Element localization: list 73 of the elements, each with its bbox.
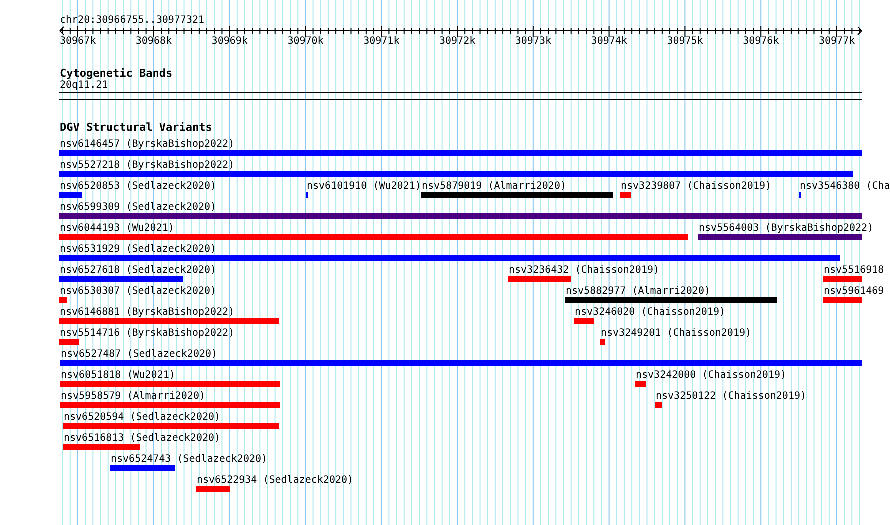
variant-label: nsv3239807 (Chaisson2019): [621, 181, 772, 192]
variant-label: nsv6051818 (Wu2021): [61, 370, 176, 381]
variant-bar: [59, 150, 862, 156]
variant-bar: [196, 486, 230, 492]
tick-label: 30970k: [288, 36, 324, 47]
variant-label: nsv5879019 (Almarri2020): [422, 181, 566, 192]
variant-label: nsv5527218 (ByrskaBishop2022): [60, 160, 235, 171]
variant-bar: [600, 339, 605, 345]
variant-bar: [59, 213, 862, 219]
tick-label: 30975k: [667, 36, 704, 47]
variant-bar: [421, 192, 613, 198]
tick-label: 30967k: [60, 36, 96, 47]
tick-label: 30973k: [515, 36, 552, 47]
variant-label: nsv3246020 (Chaisson2019): [575, 307, 726, 318]
variant-bar: [620, 192, 631, 198]
tick-label: 30974k: [591, 36, 628, 47]
variant-label: nsv3250122 (Chaisson2019): [656, 391, 807, 402]
tick-label: 30971k: [364, 36, 400, 47]
variant-bar: [508, 276, 571, 282]
track-heading: DGV Structural Variants: [60, 122, 212, 133]
tick-label: 30969k: [212, 36, 248, 47]
variant-bar: [59, 192, 82, 198]
variant-label: nsv6101910 (Wu2021): [307, 181, 422, 192]
tick-label: 30968k: [136, 36, 172, 47]
variant-bar: [635, 381, 646, 387]
variant-label: nsv6527618 (Sedlazeck2020): [60, 265, 217, 276]
variant-label: nsv3242000 (Chaisson2019): [636, 370, 787, 381]
variant-label: nsv5882977 (Almarri2020): [566, 286, 710, 297]
variant-bar: [59, 276, 183, 282]
variant-label: nsv6516813 (Sedlazeck2020): [64, 433, 221, 444]
variant-bar: [59, 297, 67, 303]
variant-label: nsv6599309 (Sedlazeck2020): [60, 202, 217, 213]
variant-bar: [655, 402, 662, 408]
variant-label: nsv6146457 (ByrskaBishop2022): [60, 139, 235, 150]
variant-label: nsv5564003 (ByrskaBishop2022): [699, 223, 874, 234]
variant-label: nsv3249201 (Chaisson2019): [601, 328, 752, 339]
locus-label: chr20:30966755..30977321: [60, 15, 204, 26]
variant-bar: [565, 297, 777, 303]
variant-label: nsv6524743 (Sedlazeck2020): [111, 454, 268, 465]
variant-bar: [59, 255, 840, 261]
variant-label: nsv6044193 (Wu2021): [60, 223, 174, 234]
variant-label: nsv5514716 (ByrskaBishop2022): [60, 328, 235, 339]
variant-label: nsv6146881 (ByrskaBishop2022): [60, 307, 235, 318]
variant-bar: [63, 444, 140, 450]
band-label: 20q11.21: [60, 80, 108, 91]
variant-label: nsv6520594 (Sedlazeck2020): [64, 412, 221, 423]
tick-label: 30977k: [819, 36, 856, 47]
variant-label: nsv6522934 (Sedlazeck2020): [197, 475, 354, 486]
variant-bar: [60, 360, 862, 366]
variant-label: nsv3546380 (Cha: [800, 181, 890, 192]
variant-bar: [60, 381, 280, 387]
tick-label: 30972k: [440, 36, 476, 47]
variant-bar: [574, 318, 594, 324]
variant-bar: [110, 465, 175, 471]
variant-label: nsv6527487 (Sedlazeck2020): [61, 349, 218, 360]
variant-bar: [63, 423, 279, 429]
variant-bar: [59, 234, 688, 240]
variant-bar: [823, 297, 862, 303]
variant-label: nsv5958579 (Almarri2020): [61, 391, 206, 402]
variant-label: nsv6531929 (Sedlazeck2020): [60, 244, 217, 255]
variant-bar: [60, 402, 280, 408]
variant-bar: [59, 339, 79, 345]
track-heading: Cytogenetic Bands: [60, 68, 173, 79]
variant-label: nsv3236432 (Chaisson2019): [509, 265, 660, 276]
variant-label: nsv6530307 (Sedlazeck2020): [60, 286, 217, 297]
variant-label: nsv5961469: [824, 286, 884, 297]
variant-bar: [823, 276, 862, 282]
variant-label: nsv6520853 (Sedlazeck2020): [60, 181, 217, 192]
variant-label: nsv5516918: [824, 265, 884, 276]
variant-bar: [59, 318, 279, 324]
tick-label: 30976k: [743, 36, 780, 47]
variant-bar: [59, 171, 853, 177]
variant-bar: [698, 234, 862, 240]
